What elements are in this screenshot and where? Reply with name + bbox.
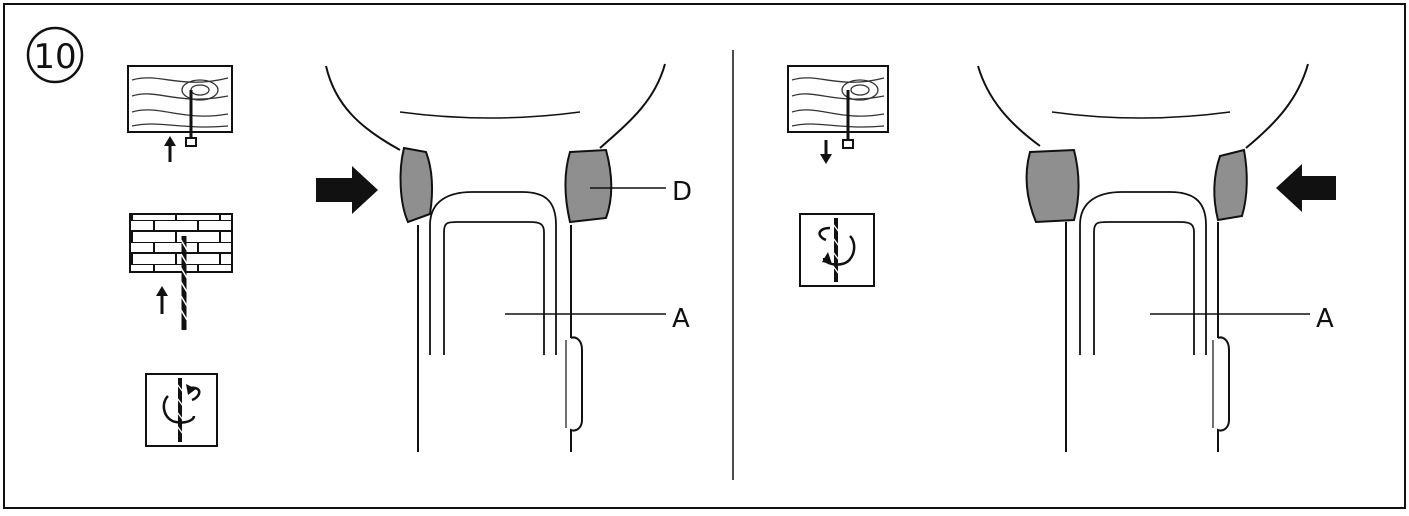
direction-button-left bbox=[399, 146, 434, 224]
wood-screw-in-icon bbox=[127, 65, 233, 162]
direction-button-left-reverse bbox=[1025, 148, 1080, 224]
rotation-clockwise-icon bbox=[145, 373, 218, 447]
direction-button-right-reverse bbox=[1213, 148, 1248, 222]
push-left-arrow-icon bbox=[1276, 164, 1336, 212]
figure-frame bbox=[3, 3, 1406, 509]
push-right-arrow-icon bbox=[316, 166, 378, 214]
wood-screw-out-icon bbox=[787, 65, 889, 164]
callout-label-d: D bbox=[672, 177, 692, 207]
step-number-badge: 10 bbox=[26, 26, 84, 84]
brick-drill-icon bbox=[129, 213, 233, 330]
step-number: 10 bbox=[33, 37, 76, 77]
direction-button-d bbox=[564, 148, 613, 224]
callout-label-a-left: A bbox=[672, 304, 690, 334]
right-device-illustration bbox=[977, 63, 1309, 452]
callout-label-a-right: A bbox=[1316, 304, 1334, 334]
rotation-counterclockwise-icon bbox=[799, 213, 875, 287]
left-device-illustration bbox=[325, 63, 666, 452]
